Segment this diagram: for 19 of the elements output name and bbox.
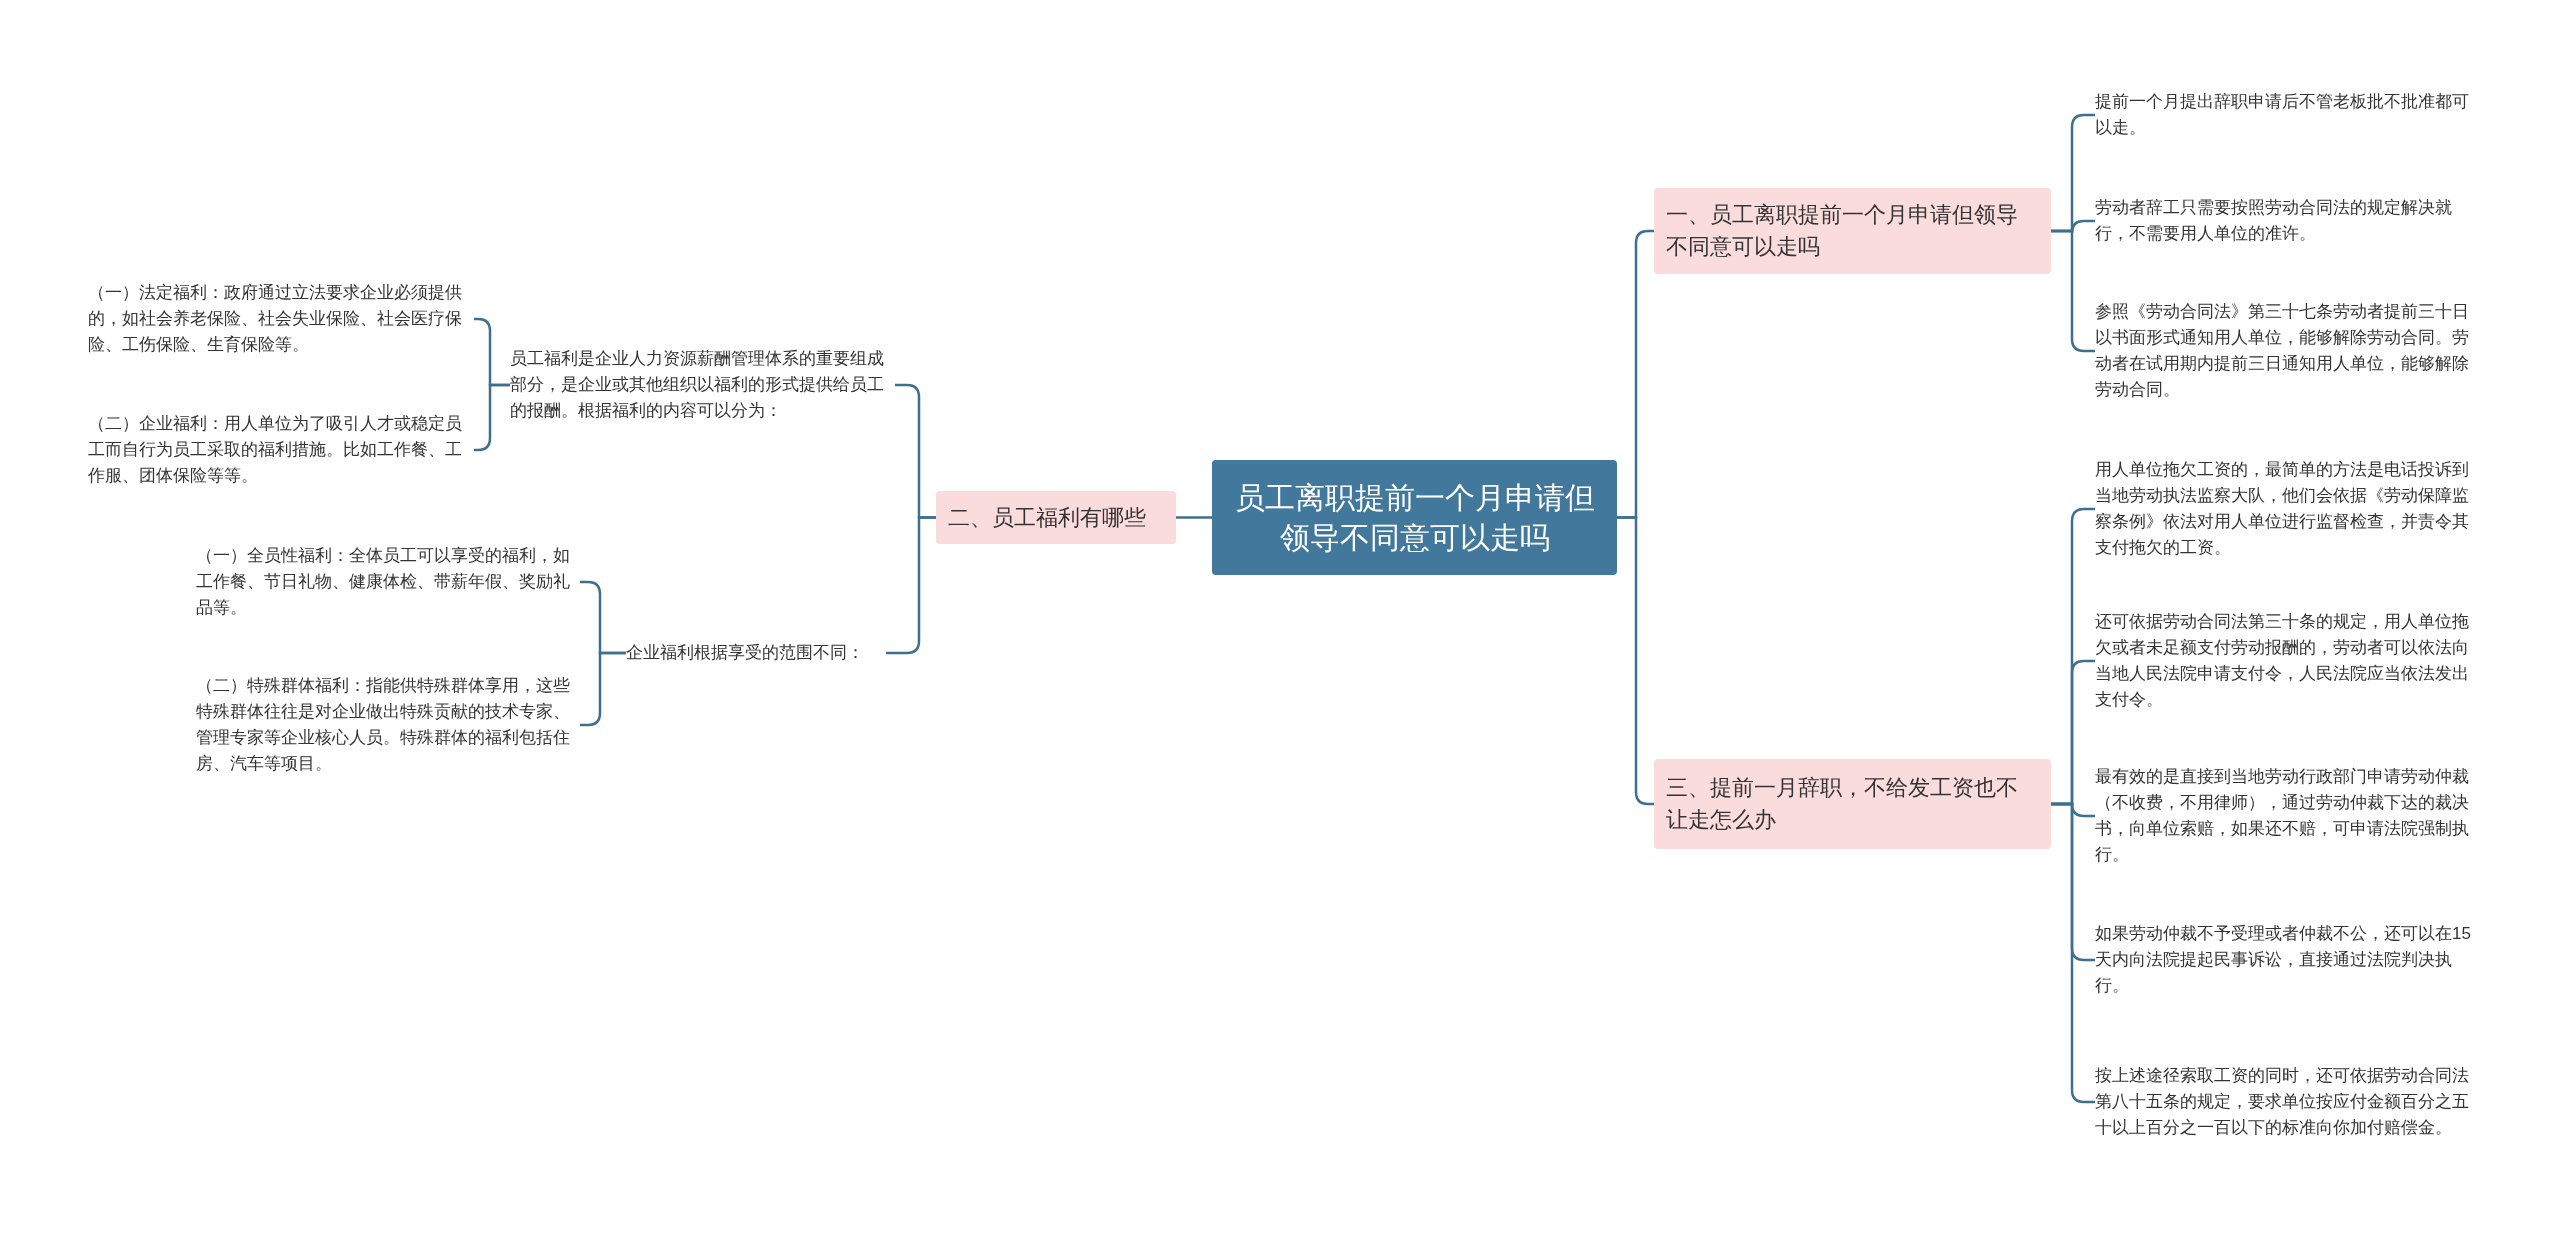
subtopic-text: 提前一个月提出辞职申请后不管老板批不批准都可以走。 bbox=[2095, 88, 2480, 142]
subtopic-text: 劳动者辞工只需要按照劳动合同法的规定解决就行，不需要用人单位的准许。 bbox=[2095, 194, 2480, 248]
central-topic: 员工离职提前一个月申请但领导不同意可以走吗 bbox=[1212, 460, 1617, 575]
subtopic-text: 用人单位拖欠工资的，最简单的方法是电话投诉到当地劳动执法监察大队，他们会依据《劳动保障监察条例》依法对用人单位进行监督检查，并责令其支付拖欠的工资。 bbox=[2095, 458, 2480, 560]
subtopic-text: （二）企业福利：用人单位为了吸引人才或稳定员工而自行为员工采取的福利措施。比如工作餐、工作服、团体保险等等。 bbox=[88, 411, 474, 489]
subtopic-text: （二）特殊群体福利：指能供特殊群体享用，这些特殊群体往往是对企业做出特殊贡献的技术专家、管理专家等企业核心人员。特殊群体的福利包括住房、汽车等项目。 bbox=[196, 673, 580, 777]
connector-line bbox=[1176, 516, 1212, 519]
subtopic-text: 如果劳动仲裁不予受理或者仲裁不公，还可以在15天内向法院提起民事诉讼，直接通过法院判决执行。 bbox=[2095, 921, 2480, 999]
topic-box: 二、员工福利有哪些 bbox=[936, 491, 1176, 544]
subtopic-text: 企业福利根据享受的范围不同： bbox=[626, 640, 886, 666]
topic-box: 三、提前一月辞职，不给发工资也不让走怎么办 bbox=[1654, 759, 2051, 849]
subtopic-text: 还可依据劳动合同法第三十条的规定，用人单位拖欠或者未足额支付劳动报酬的，劳动者可以依法向当地人民法院申请支付令，人民法院应当依法发出支付令。 bbox=[2095, 610, 2480, 712]
subtopic-text: 按上述途径索取工资的同时，还可依据劳动合同法第八十五条的规定，要求单位按应付金额百分之五十以上百分之一百以下的标准向你加付赔偿金。 bbox=[2095, 1051, 2480, 1153]
subtopic-text: 最有效的是直接到当地劳动行政部门申请劳动仲裁（不收费，不用律师），通过劳动仲裁下达的裁决书，向单位索赔，如果还不赔，可申请法院强制执行。 bbox=[2095, 765, 2480, 867]
subtopic-text: 参照《劳动合同法》第三十七条劳动者提前三十日以书面形式通知用人单位，能够解除劳动合同。劳动者在试用期内提前三日通知用人单位，能够解除劳动合同。 bbox=[2095, 300, 2480, 402]
subtopic-text: 员工福利是企业人力资源薪酬管理体系的重要组成部分，是企业或其他组织以福利的形式提供给员工的报酬。根据福利的内容可以分为： bbox=[510, 346, 895, 424]
subtopic-text: （一）全员性福利：全体员工可以享受的福利，如工作餐、节日礼物、健康体检、带薪年假、奖励礼品等。 bbox=[196, 543, 580, 621]
subtopic-text: （一）法定福利：政府通过立法要求企业必须提供的，如社会养老保险、社会失业保险、社会医疗保险、工伤保险、生育保险等。 bbox=[88, 280, 474, 358]
topic-box: 一、员工离职提前一个月申请但领导不同意可以走吗 bbox=[1654, 188, 2051, 274]
